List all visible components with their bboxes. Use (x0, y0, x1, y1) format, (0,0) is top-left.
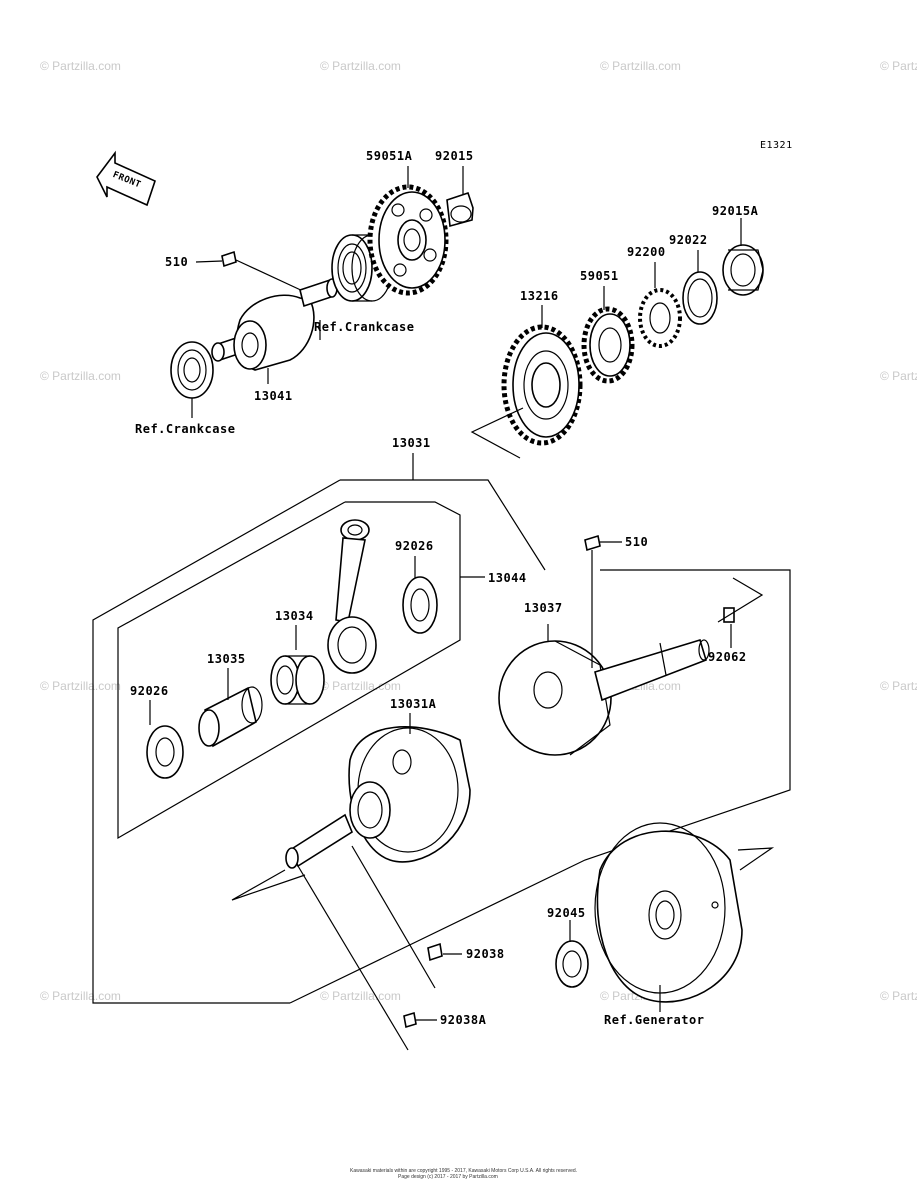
ref-crankcase-left: Ref.Crankcase (135, 422, 235, 436)
watermark-layer: © Partzilla.com © Partzilla.com © Partzi… (40, 59, 917, 1003)
watermark: © Partzilla.com (880, 59, 917, 73)
nut-92015A (722, 244, 764, 296)
copyright-line-1: Kawasaki materials within are copyright … (350, 1168, 577, 1174)
axis-line (351, 845, 436, 989)
gear-59051A (367, 184, 449, 296)
part-label-92038: 92038 (466, 947, 505, 961)
primary-gear-group (470, 218, 764, 459)
washer-92022 (682, 271, 718, 325)
part-label-92200: 92200 (627, 245, 666, 259)
watermark: © Partzilla.com (40, 369, 121, 383)
watermark: © Partzilla.com (880, 989, 917, 1003)
axis-line (231, 869, 306, 901)
crankshaft-assembly-frame (92, 453, 791, 1004)
part-label-510-right: 510 (625, 535, 648, 549)
watermark: © Partzilla.com (320, 989, 401, 1003)
part-label-13041: 13041 (254, 389, 293, 403)
watermark: © Partzilla.com (320, 59, 401, 73)
part-labels: 59051A 92015 510 Ref.Crankcase 13041 Ref… (130, 149, 759, 1027)
watermark: © Partzilla.com (880, 369, 917, 383)
part-label-13044: 13044 (488, 571, 527, 585)
part-label-13037: 13037 (524, 601, 563, 615)
part-label-92062: 92062 (708, 650, 747, 664)
axis-line (470, 407, 524, 459)
part-label-92022: 92022 (669, 233, 708, 247)
key-510-right-part (584, 534, 601, 552)
part-label-59051: 59051 (580, 269, 619, 283)
balancer-shaft-13041 (211, 278, 338, 371)
bearing-92045 (555, 940, 589, 988)
watermark: © Partzilla.com (880, 679, 917, 693)
gear-13216 (501, 324, 583, 446)
part-label-92045: 92045 (547, 906, 586, 920)
part-label-92026-top: 92026 (395, 539, 434, 553)
part-label-92015: 92015 (435, 149, 474, 163)
crankshaft-half-13037 (498, 639, 710, 756)
leader-line (195, 260, 223, 263)
key-92038A-part (403, 1011, 417, 1029)
axis-line (297, 865, 409, 1051)
part-label-13031A: 13031A (390, 697, 437, 711)
watermark: © Partzilla.com (40, 59, 121, 73)
copyright-line-2: Page design (c) 2017 - 2017 by Partzilla… (398, 1174, 498, 1180)
washer-92026-left (146, 725, 184, 779)
diagram-code: E1321 (760, 140, 793, 151)
part-label-13035: 13035 (207, 652, 246, 666)
part-label-92038A: 92038A (440, 1013, 487, 1027)
balancer-shaft-group (170, 166, 474, 418)
lock-washer-92200 (638, 288, 682, 348)
leader-line (235, 259, 306, 293)
part-label-13031: 13031 (392, 436, 431, 450)
watermark: © Partzilla.com (600, 59, 681, 73)
front-arrow-icon: FRONT (96, 150, 156, 207)
axis-line (717, 577, 764, 623)
bearing-top (331, 234, 393, 302)
washer-92026-top (402, 576, 438, 634)
key-510-part (221, 250, 237, 268)
connecting-rod (327, 519, 377, 674)
part-label-13034: 13034 (275, 609, 314, 623)
crank-pin-13035 (198, 686, 263, 748)
nut-92015 (446, 191, 474, 228)
part-label-13216: 13216 (520, 289, 559, 303)
part-label-92015A: 92015A (712, 204, 759, 218)
key-92038-part (427, 942, 443, 962)
generator-rotor (594, 822, 743, 1003)
watermark: © Partzilla.com (40, 989, 121, 1003)
bearing-left (170, 341, 214, 399)
part-label-510-top: 510 (165, 255, 188, 269)
ref-crankcase-top: Ref.Crankcase (314, 320, 414, 334)
gear-59051 (581, 306, 635, 384)
watermark: © Partzilla.com (320, 679, 401, 693)
axis-line (737, 847, 775, 871)
part-label-59051A: 59051A (366, 149, 413, 163)
needle-bearing-13034 (270, 655, 325, 705)
crankshaft-half-13031A (285, 726, 471, 869)
ref-generator: Ref.Generator (604, 1013, 704, 1027)
watermark: © Partzilla.com (40, 679, 121, 693)
part-label-92026-left: 92026 (130, 684, 169, 698)
